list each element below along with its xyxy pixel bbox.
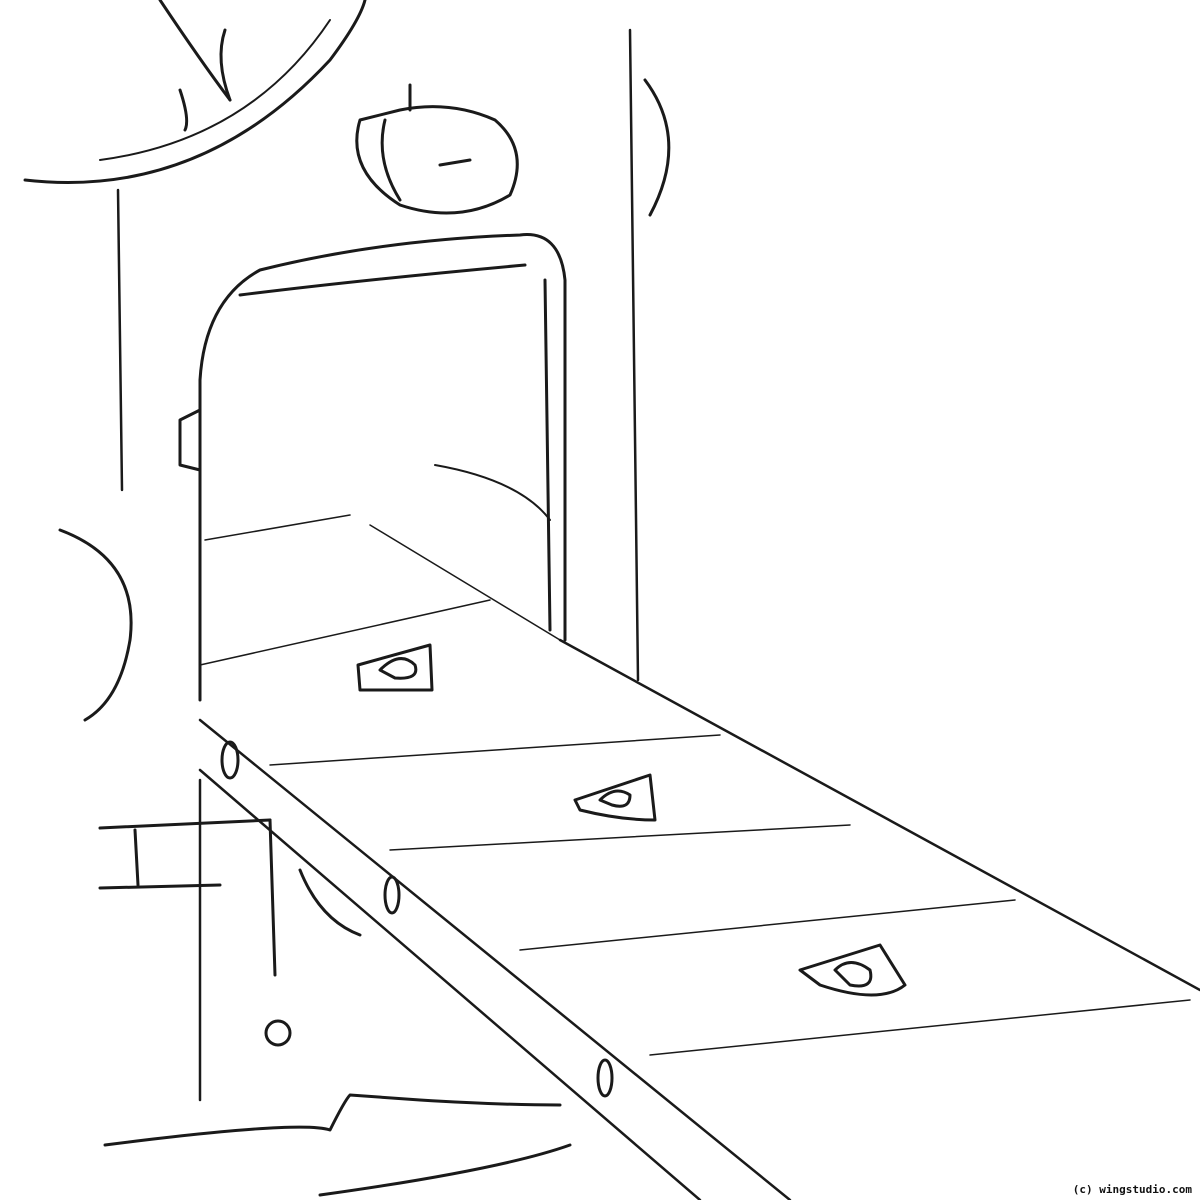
conveyor-belt [198,514,1200,1200]
base [103,1019,572,1197]
wheel [23,0,367,184]
pipe [98,818,362,977]
side-bulge [58,528,133,722]
machine-body [116,28,640,1102]
side-handle [643,78,671,217]
arched-opening [178,233,567,702]
copyright-credit: (c) wingstudio.com [1072,1183,1192,1196]
lamp [355,83,519,215]
heart-tokens [356,643,907,997]
